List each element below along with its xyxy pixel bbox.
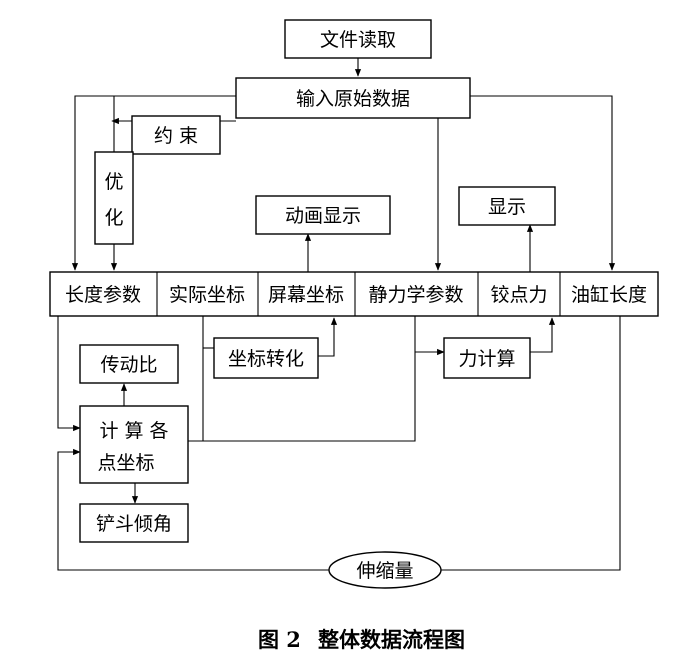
node-screen-coords: 屏幕坐标: [268, 284, 344, 306]
node-file-read-label: 文件读取: [320, 29, 396, 51]
node-hinge-force: 铰点力: [490, 284, 547, 306]
node-calc-points-label-1: 计 算 各: [99, 420, 168, 442]
node-optimize: 优 化: [94, 151, 134, 245]
arrow-force-to-hinge: [530, 317, 556, 353]
node-display-label: 显示: [488, 196, 526, 218]
arrow-length-to-calc: [57, 316, 81, 432]
node-animation-label: 动画显示: [285, 205, 361, 227]
figure-caption: 图 2 整体数据流程图: [258, 627, 465, 652]
arrow-stroke-to-calc: [57, 448, 330, 571]
node-actual-coords: 实际坐标: [169, 284, 245, 306]
main-row: 长度参数 实际坐标 屏幕坐标 静力学参数 铰点力 油缸长度: [49, 271, 659, 317]
node-coord-transform-label: 坐标转化: [228, 348, 304, 370]
caption-title: 整体数据流程图: [318, 627, 465, 652]
line-cylinder-to-stroke: [440, 316, 621, 571]
arrow-input-to-cylinder: [470, 95, 616, 271]
node-optimize-label-2: 化: [104, 207, 123, 229]
caption-number: 图 2: [258, 627, 301, 652]
node-calc-points: 计 算 各 点坐标: [79, 405, 189, 484]
node-calc-points-label-2: 点坐标: [97, 452, 154, 474]
node-statics-params: 静力学参数: [368, 284, 463, 306]
node-force-calc: 力计算: [443, 337, 531, 379]
node-animation: 动画显示: [255, 195, 391, 235]
node-file-read: 文件读取: [284, 19, 432, 59]
node-transmission-ratio-label: 传动比: [100, 354, 157, 376]
node-optimize-label-1: 优: [104, 171, 123, 193]
node-transmission-ratio: 传动比: [79, 344, 179, 384]
node-constraint: 约 束: [131, 115, 221, 155]
node-coord-transform: 坐标转化: [213, 337, 319, 379]
node-cylinder-length: 油缸长度: [571, 284, 647, 306]
node-display: 显示: [458, 186, 556, 226]
node-bucket-angle-label: 铲斗倾角: [96, 513, 172, 535]
node-constraint-label: 约 束: [154, 125, 198, 147]
node-stroke: 伸缩量: [328, 551, 442, 589]
node-length-params: 长度参数: [65, 284, 141, 306]
node-stroke-label: 伸缩量: [356, 560, 413, 582]
node-bucket-angle: 铲斗倾角: [79, 503, 189, 543]
node-force-calc-label: 力计算: [458, 348, 515, 370]
node-input-raw: 输入原始数据: [235, 77, 471, 119]
connectors: [57, 58, 621, 571]
line-calc-to-statics: [188, 316, 416, 442]
arrow-transform-to-screen: [318, 317, 338, 357]
node-input-raw-label: 输入原始数据: [296, 88, 410, 110]
arrow-input-to-length: [71, 95, 236, 271]
